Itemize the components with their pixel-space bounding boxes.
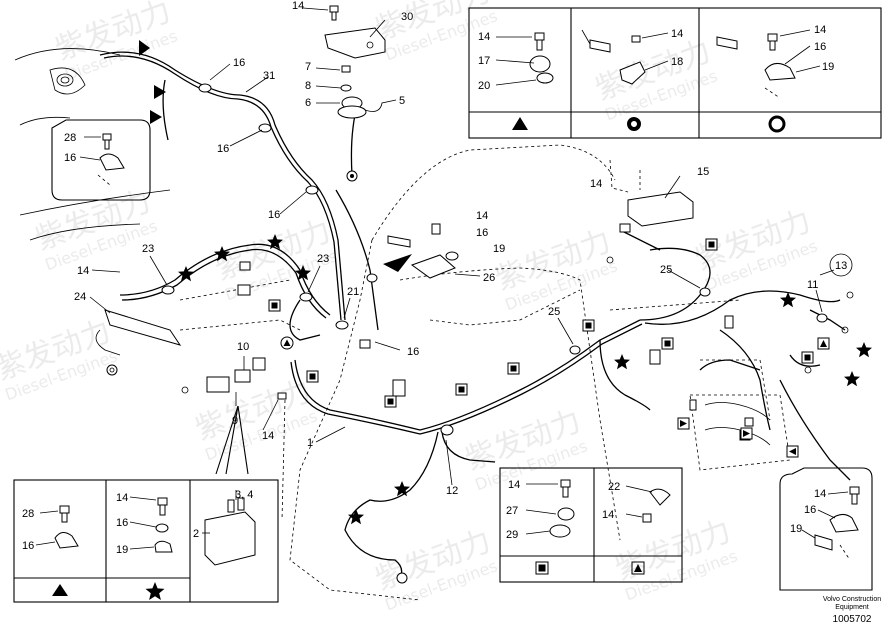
star-markers (178, 234, 872, 525)
engine-block (689, 394, 791, 471)
svg-text:7: 7 (305, 61, 311, 73)
svg-text:14: 14 (262, 430, 274, 442)
svg-text:5: 5 (399, 95, 405, 107)
svg-text:16: 16 (233, 57, 245, 69)
svg-text:20: 20 (478, 80, 490, 92)
svg-text:16: 16 (476, 227, 488, 239)
bracket-26 (387, 223, 481, 279)
svg-text:16: 16 (217, 143, 229, 155)
svg-text:1: 1 (307, 437, 313, 449)
svg-text:14: 14 (292, 0, 304, 12)
svg-text:23: 23 (142, 243, 154, 255)
svg-text:16: 16 (804, 504, 816, 516)
svg-text:15: 15 (697, 166, 709, 178)
caption-line-1: Volvo Construction (823, 596, 881, 603)
square-markers (268, 170, 830, 458)
footer-caption: Volvo Construction Equipment 1005702 (823, 596, 881, 625)
svg-text:21: 21 (347, 286, 359, 298)
svg-text:8: 8 (305, 80, 311, 92)
svg-text:19: 19 (116, 544, 128, 556)
svg-text:18: 18 (671, 56, 683, 68)
svg-text:2: 2 (193, 528, 199, 540)
relay-box-15 (609, 159, 694, 233)
svg-text:24: 24 (74, 291, 86, 303)
svg-text:16: 16 (116, 517, 128, 529)
svg-text:25: 25 (660, 264, 672, 276)
svg-text:14: 14 (814, 24, 826, 36)
svg-text:30: 30 (401, 11, 413, 23)
svg-text:11: 11 (807, 279, 818, 291)
inset-bottom-center (499, 467, 683, 583)
svg-text:17: 17 (478, 55, 490, 67)
svg-text:19: 19 (822, 61, 834, 73)
svg-text:14: 14 (590, 178, 602, 190)
inset-top-right (468, 7, 882, 139)
svg-text:12: 12 (446, 485, 458, 497)
inset-bottom-right (779, 467, 873, 591)
svg-text:31: 31 (263, 70, 275, 82)
callout-13-circle (829, 253, 853, 277)
bracket-30 (324, 19, 386, 59)
svg-text:14: 14 (508, 479, 520, 491)
part-number: 1005702 (833, 614, 872, 625)
inset-bottom-left (13, 405, 279, 603)
leader-lines (91, 63, 835, 486)
component-10 (206, 356, 287, 406)
svg-text:16: 16 (22, 540, 34, 552)
svg-text:14: 14 (671, 28, 683, 40)
svg-text:25: 25 (548, 306, 560, 318)
triangle-markers (139, 40, 412, 272)
svg-text:22: 22 (608, 481, 620, 493)
bolt-14-top (302, 5, 339, 21)
svg-text:29: 29 (506, 529, 518, 541)
svg-text:10: 10 (237, 341, 249, 353)
svg-text:16: 16 (407, 346, 419, 358)
svg-text:9: 9 (232, 415, 238, 427)
inset-callout-labels: 14 17 20 14 18 14 16 19 28 16 14 16 19 2… (22, 24, 834, 556)
svg-text:28: 28 (22, 508, 34, 520)
svg-text:27: 27 (506, 505, 518, 517)
svg-text:16: 16 (64, 152, 76, 164)
svg-text:14: 14 (77, 265, 89, 277)
svg-text:14: 14 (116, 492, 128, 504)
svg-text:14: 14 (602, 509, 614, 521)
connectors (181, 256, 854, 584)
svg-text:16: 16 (268, 209, 280, 221)
svg-text:26: 26 (483, 272, 495, 284)
harness-clips (161, 83, 828, 436)
svg-text:28: 28 (64, 132, 76, 144)
svg-text:14: 14 (476, 210, 488, 222)
svg-text:13: 13 (835, 260, 847, 272)
cab-outline (179, 144, 771, 601)
callout-labels: 14 30 16 31 7 8 6 5 16 16 23 23 14 24 21… (64, 0, 847, 497)
svg-text:14: 14 (478, 31, 490, 43)
main-harness (99, 51, 851, 579)
svg-text:14: 14 (814, 488, 826, 500)
svg-text:19: 19 (493, 243, 505, 255)
caption-line-2: Equipment (835, 604, 869, 611)
inset-28-16 (51, 119, 151, 201)
bracket-24 (89, 296, 182, 376)
svg-text:6: 6 (305, 97, 311, 109)
switch-assembly (315, 65, 397, 119)
svg-text:16: 16 (814, 41, 826, 53)
svg-text:19: 19 (790, 523, 802, 535)
svg-text:23: 23 (317, 253, 329, 265)
frame-sketch (14, 48, 171, 241)
svg-text:3, 4: 3, 4 (235, 489, 253, 501)
